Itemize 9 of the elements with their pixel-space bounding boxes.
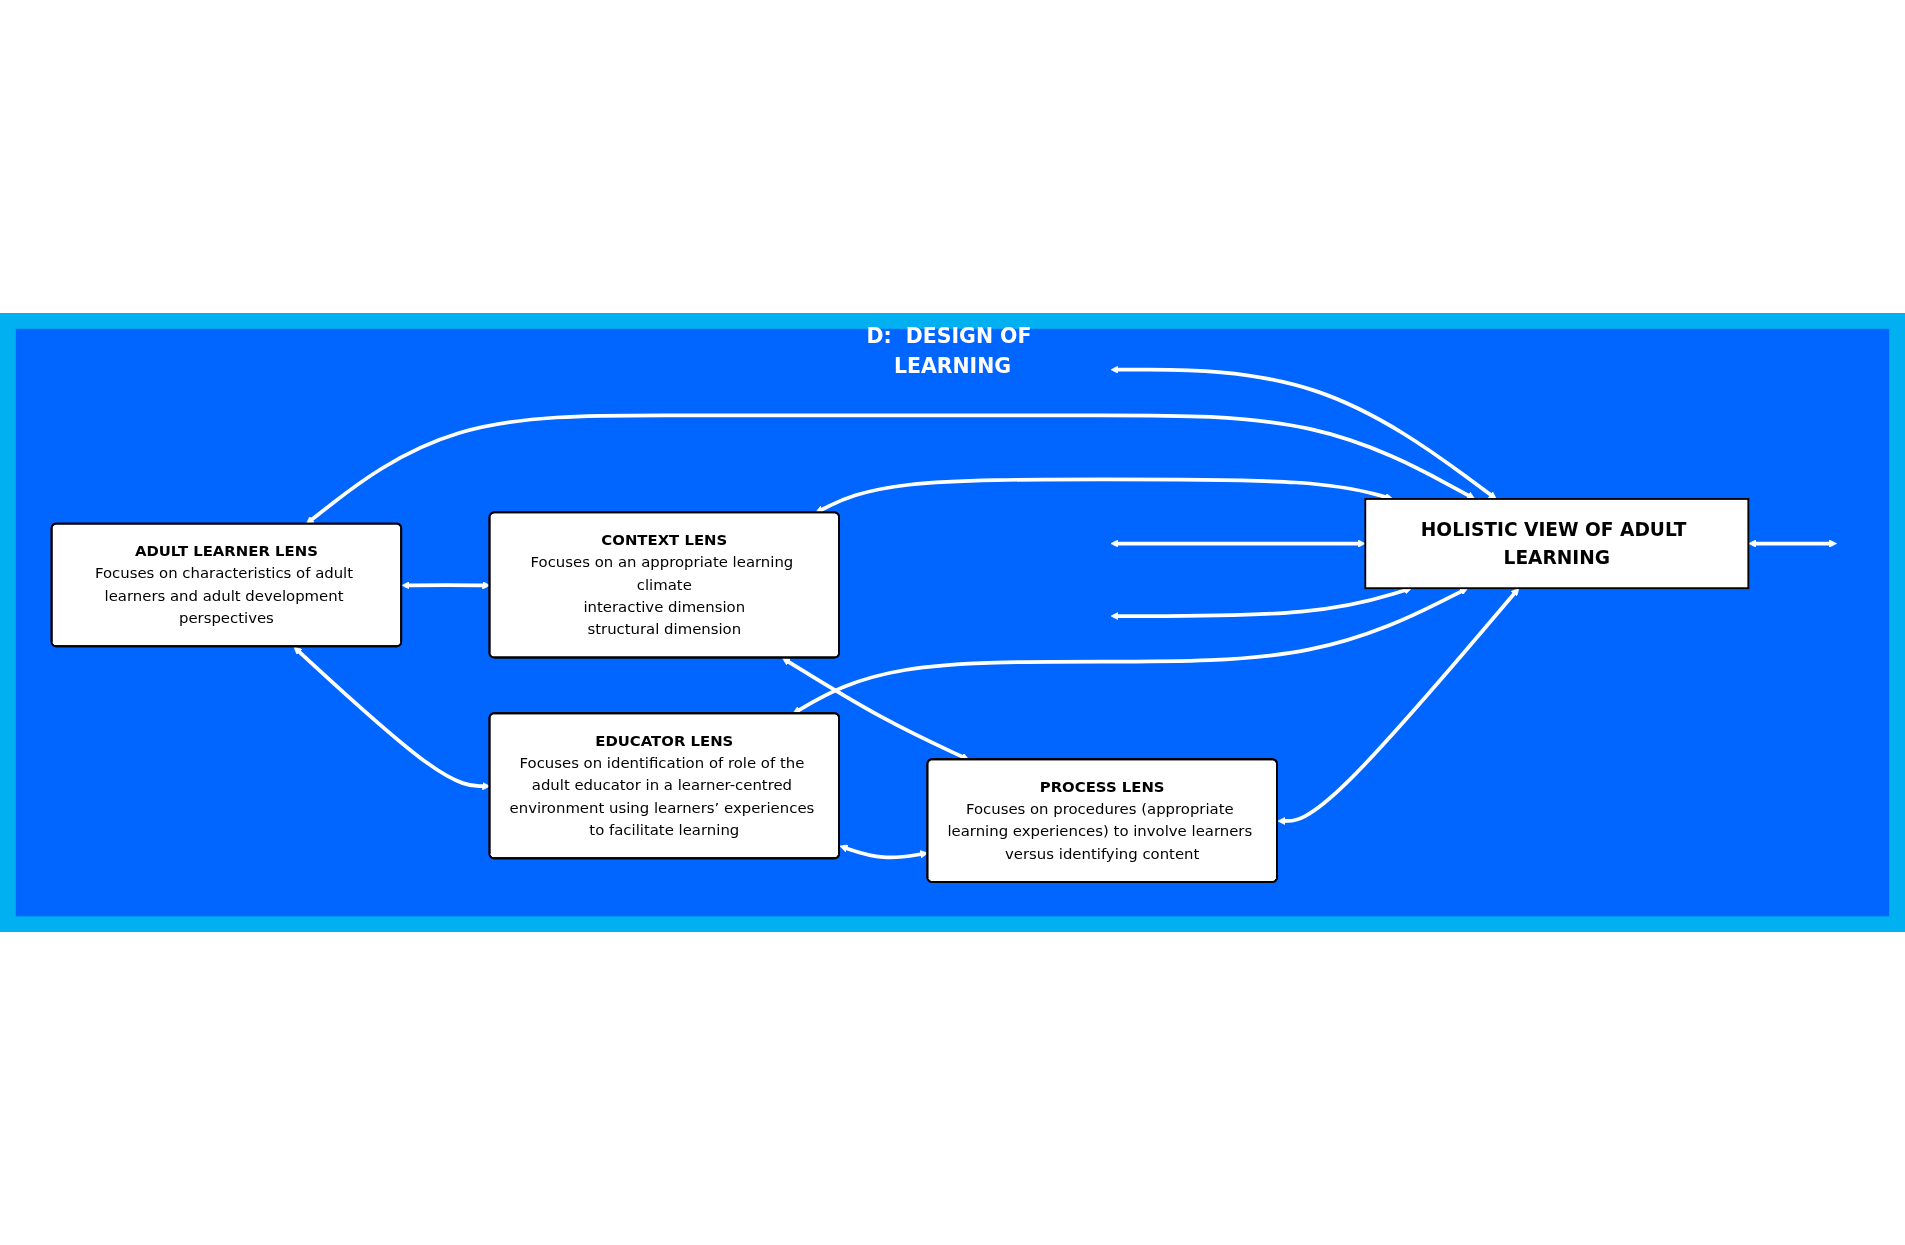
arrow — [1110, 539, 1366, 548]
arrow — [1748, 539, 1838, 548]
arrow — [305, 413, 1476, 525]
arrow — [782, 657, 970, 761]
arrow — [1110, 365, 1497, 500]
arrow — [1277, 587, 1520, 825]
arrow — [792, 587, 1469, 714]
arrow — [815, 477, 1394, 514]
node-box: HOLISTIC VIEW OF ADULT LEARNING — [1364, 497, 1750, 590]
